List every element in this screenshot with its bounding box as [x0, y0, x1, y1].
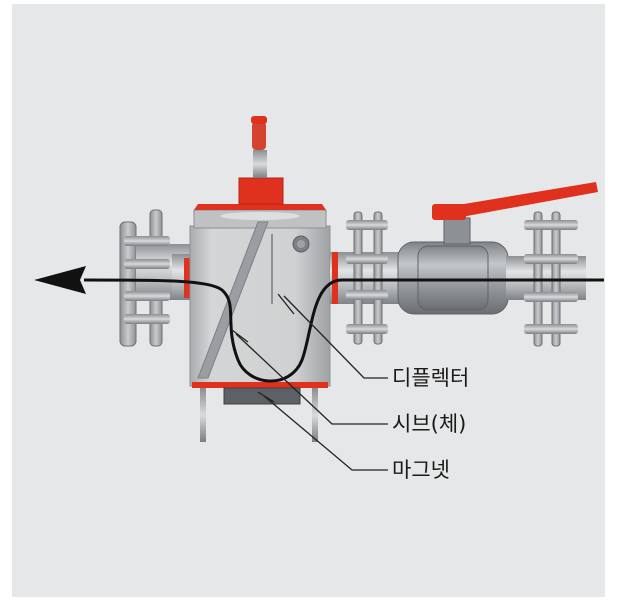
magnet-label: 마그넷 [392, 458, 450, 482]
middle-flange [330, 211, 402, 345]
flange-bolt-icon [524, 220, 578, 334]
flange-bolt-icon [124, 236, 170, 324]
filter-diagram [34, 116, 604, 471]
flange-bolt-icon [346, 220, 388, 334]
magnet-block [223, 387, 301, 405]
filter-housing [189, 204, 331, 388]
right-flange [506, 211, 586, 347]
deflector-leader [283, 295, 388, 379]
sieve-label: 시브(체) [392, 412, 467, 436]
callout-lines [231, 293, 388, 471]
inlet-gasket [184, 258, 190, 298]
flow-arrow-icon [34, 266, 604, 383]
magnet-leader [263, 395, 388, 471]
bottom-legs [200, 387, 318, 442]
top-stem [238, 116, 284, 205]
ball-valve-icon [397, 182, 598, 315]
diagram-canvas: 디플렉터 시브(체) 마그넷 [12, 4, 605, 597]
sieve-leader [235, 333, 388, 425]
deflector-label: 디플렉터 [392, 366, 470, 390]
